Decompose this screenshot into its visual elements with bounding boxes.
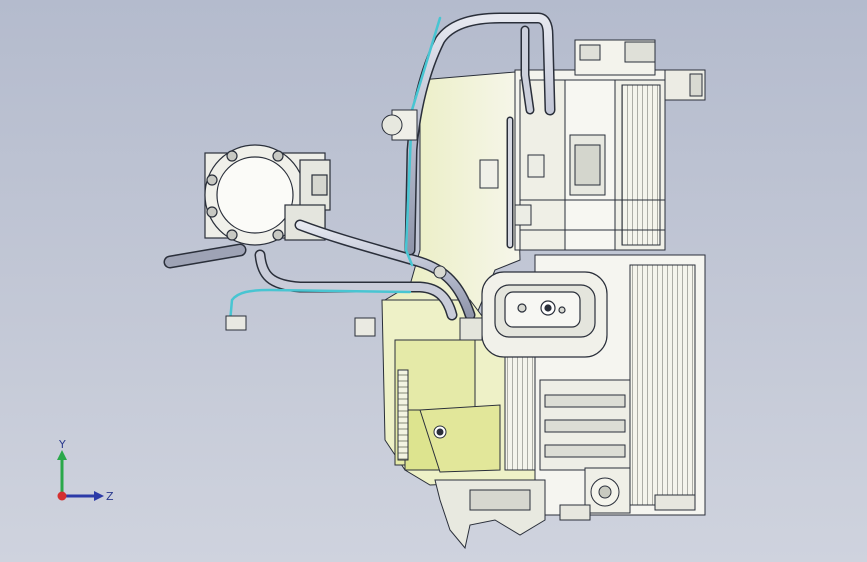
y-axis-label: Y xyxy=(58,438,66,451)
axis-triad: Y Z xyxy=(57,438,114,503)
y-axis-arrowhead xyxy=(57,450,67,460)
air-inlet-duct xyxy=(481,271,608,358)
mounting-bracket xyxy=(434,479,546,550)
refrigerant-pipes xyxy=(163,12,556,324)
z-axis-arrowhead xyxy=(94,491,104,501)
distribution-module xyxy=(534,254,706,521)
fittings xyxy=(225,109,545,341)
z-axis-label: Z xyxy=(106,490,114,503)
x-axis-dot xyxy=(57,491,67,501)
